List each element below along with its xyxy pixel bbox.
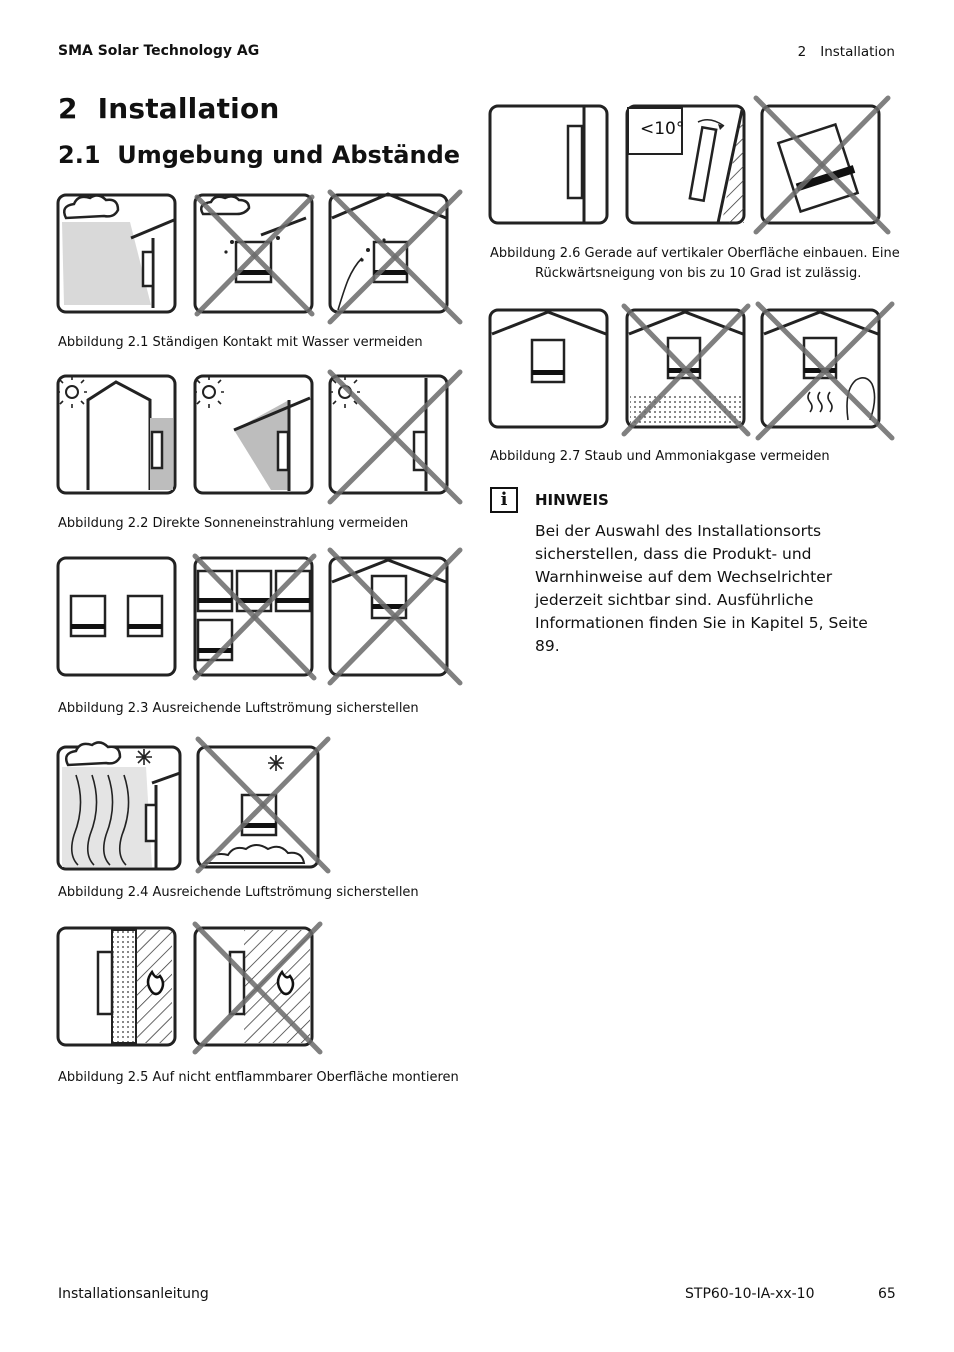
figure-2-7-dust — [488, 301, 895, 441]
figure-2-4-snow — [56, 736, 331, 874]
header-chapter-number: 2 — [797, 44, 807, 60]
figure-2-2-sun — [56, 369, 463, 505]
caption-fig-2-6: Abbildung 2.6 Gerade auf vertikaler Ober… — [490, 244, 900, 284]
tile-snow-buried — [195, 736, 331, 874]
section-heading: 2.1 Umgebung und Abstände — [58, 141, 461, 169]
tile-shaded-house — [56, 374, 177, 495]
figure-2-5-flammable — [56, 921, 323, 1055]
footer-doc-type: Installationsanleitung — [58, 1286, 209, 1302]
notice-text: Bei der Auswahl des Installationsorts si… — [535, 522, 868, 655]
tile-ammonia-stable — [755, 301, 895, 441]
tile-roof-shade — [193, 374, 314, 495]
caption-fig-2-5: Abbildung 2.5 Auf nicht entflammbarer Ob… — [58, 1070, 459, 1085]
caption-fig-2-1: Abbildung 2.1 Ständigen Kontakt mit Wass… — [58, 335, 423, 350]
footer-page-number: 65 — [878, 1286, 896, 1302]
caption-fig-2-4: Abbildung 2.4 Ausreichende Luftströmung … — [58, 885, 419, 900]
figure-2-3-airflow — [56, 547, 463, 686]
chapter-heading: 2 Installation — [58, 92, 280, 125]
tile-tilted-mount — [625, 104, 746, 225]
tile-snow-wall — [56, 741, 182, 871]
tile-two-units — [56, 556, 177, 677]
tile-clean-building — [488, 308, 609, 429]
tile-water-splash — [193, 193, 315, 317]
info-icon: i — [490, 487, 518, 513]
notice-title: HINWEIS — [535, 491, 609, 509]
caption-fig-2-2: Abbildung 2.2 Direkte Sonneneinstrahlung… — [58, 516, 409, 531]
caption-fig-2-6-line2: Rückwärtsneigung von bis zu 10 Grad ist … — [535, 266, 862, 281]
tile-crowded-units — [192, 553, 317, 681]
figure-2-1-water — [56, 189, 463, 325]
caption-fig-2-7: Abbildung 2.7 Staub und Ammoniakgase ver… — [490, 449, 830, 464]
tile-flammable-wall — [192, 921, 323, 1055]
figure-2-6-mounting — [488, 95, 891, 235]
header-chapter-title: Installation — [820, 44, 895, 60]
tile-sun-exposed — [327, 369, 463, 505]
tile-rain-wall — [56, 193, 177, 314]
tile-attic-unit — [327, 547, 463, 686]
tile-dusty-building — [621, 303, 751, 437]
footer-doc-code: STP60-10-IA-xx-10 — [685, 1286, 815, 1302]
header-chapter: 2 Installation — [798, 44, 895, 60]
caption-fig-2-3: Abbildung 2.3 Ausreichende Luftströmung … — [58, 701, 419, 716]
tile-nonflammable-wall — [56, 926, 177, 1047]
tile-tilted-forward — [753, 95, 891, 235]
caption-fig-2-6-line1: Abbildung 2.6 Gerade auf vertikaler Ober… — [490, 246, 900, 261]
header-company: SMA Solar Technology AG — [58, 43, 260, 59]
tile-hose-splash — [327, 189, 463, 325]
tilt-angle-label: <10° — [640, 119, 685, 139]
tile-vertical-mount — [488, 104, 609, 225]
